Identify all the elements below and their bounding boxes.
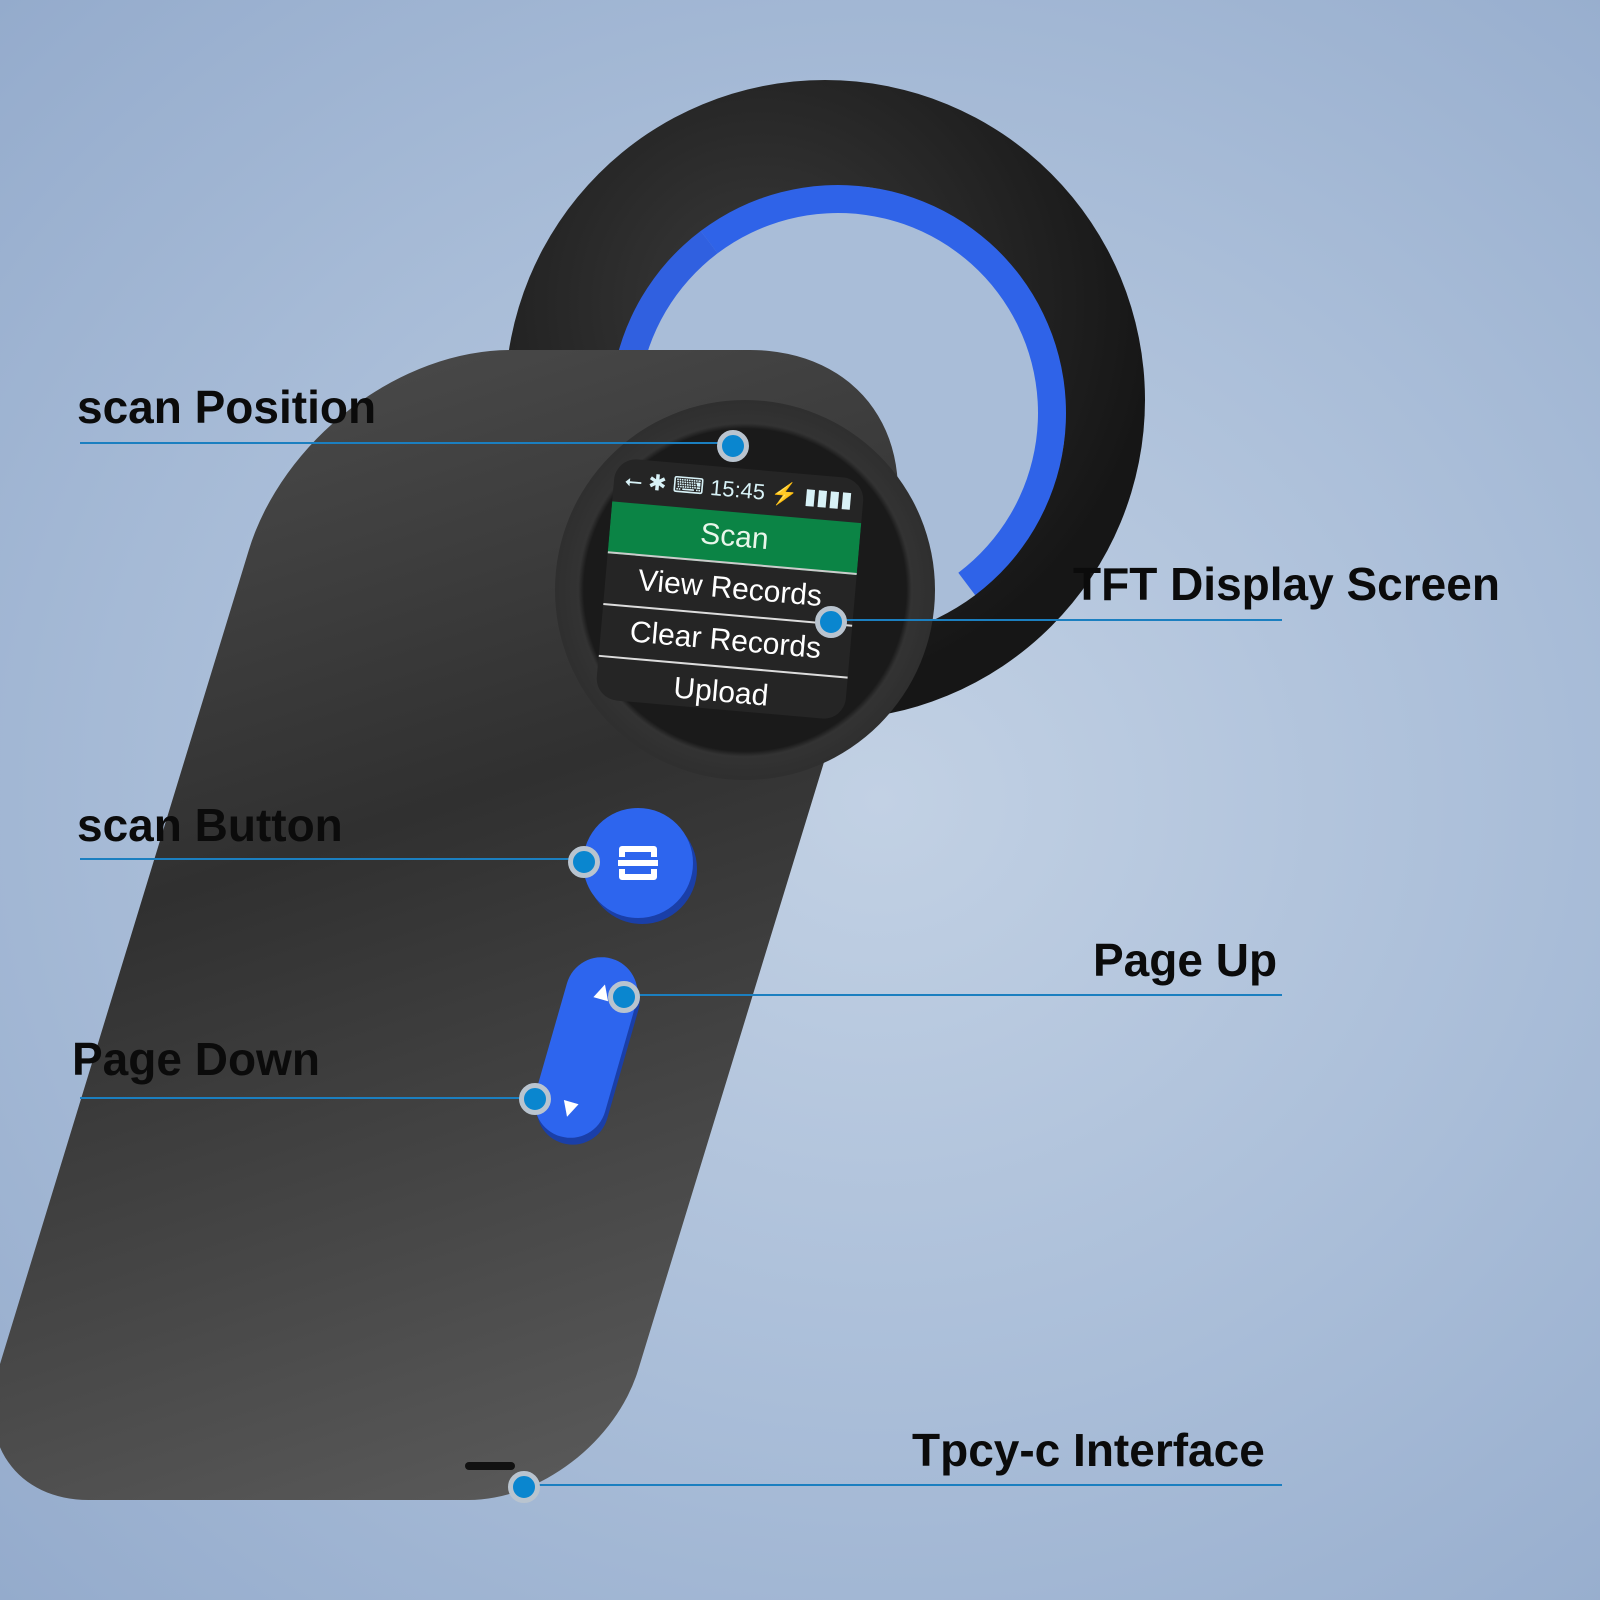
callout-line xyxy=(830,619,1282,621)
battery-full-icon: ▮▮▮▮ xyxy=(803,483,854,513)
callout-line xyxy=(622,994,1282,996)
callout-dot xyxy=(508,1471,540,1503)
bluetooth-icon: ✱ xyxy=(647,469,668,497)
charging-icon: ⚡ xyxy=(769,480,800,508)
callout-line xyxy=(80,1097,535,1099)
callout-line xyxy=(80,858,585,860)
keyboard-icon: ⌨ xyxy=(671,471,706,500)
callout-typec-interface: Tpcy-c Interface xyxy=(912,1424,1265,1476)
callout-line xyxy=(80,442,730,444)
scan-frame-icon xyxy=(618,846,658,880)
callout-dot xyxy=(815,606,847,638)
usb-icon: ⭠ xyxy=(623,467,644,494)
page-down-arrow-icon[interactable]: ▼ xyxy=(553,1089,587,1126)
callout-page-down: Page Down xyxy=(72,1033,320,1085)
callout-dot xyxy=(519,1083,551,1115)
scan-button[interactable] xyxy=(583,808,693,918)
callout-line xyxy=(522,1484,1282,1486)
callout-page-up: Page Up xyxy=(1093,934,1278,986)
callout-dot xyxy=(717,430,749,462)
callout-scan-position: scan Position xyxy=(77,381,377,433)
callout-scan-button: scan Button xyxy=(77,799,343,851)
usb-c-port xyxy=(465,1462,515,1470)
callout-dot xyxy=(568,846,600,878)
tft-screen: ⭠ ✱ ⌨ 15:45 ⚡ ▮▮▮▮ Scan View Records Cle… xyxy=(594,457,866,721)
callout-dot xyxy=(608,981,640,1013)
callout-tft-display: TFT Display Screen xyxy=(1073,558,1500,610)
clock-time: 15:45 xyxy=(709,474,767,505)
